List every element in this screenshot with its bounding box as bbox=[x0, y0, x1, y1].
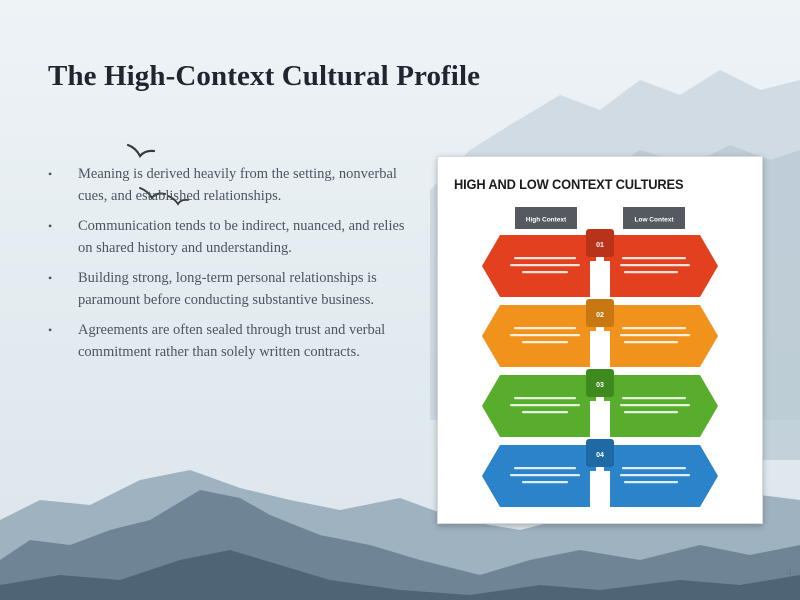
center-gap bbox=[590, 401, 610, 437]
row-number: 01 bbox=[596, 242, 604, 249]
text-line-left bbox=[510, 264, 580, 267]
text-line-left bbox=[510, 334, 580, 337]
text-line-right bbox=[624, 481, 678, 484]
text-line-right bbox=[620, 334, 690, 337]
infographic-title: HIGH AND LOW CONTEXT CULTURES bbox=[454, 176, 684, 192]
bullet-marker: • bbox=[48, 323, 53, 337]
bird-icon bbox=[126, 143, 156, 158]
number-tab bbox=[586, 369, 614, 397]
bullet-item: •Agreements are often sealed through tru… bbox=[48, 322, 386, 360]
left-header-label: High Context bbox=[526, 217, 567, 224]
text-line-right bbox=[624, 411, 678, 414]
bullet-marker: • bbox=[48, 167, 53, 181]
bullet-marker: • bbox=[48, 219, 53, 233]
text-line-left bbox=[510, 404, 580, 407]
row-number: 03 bbox=[596, 382, 604, 389]
text-line-right bbox=[622, 467, 686, 470]
text-line-right bbox=[624, 271, 678, 274]
text-line-left bbox=[522, 411, 568, 414]
text-line-left bbox=[510, 474, 580, 477]
text-line-right bbox=[622, 397, 686, 400]
bullet-list: •Meaning is derived heavily from the set… bbox=[48, 164, 408, 372]
infographic-card: HIGH AND LOW CONTEXT CULTURES High Conte… bbox=[437, 156, 763, 524]
bird-icon bbox=[139, 187, 166, 200]
center-gap bbox=[590, 331, 610, 367]
rows-group: 01 02 03 04 bbox=[482, 229, 718, 507]
text-line-right bbox=[620, 474, 690, 477]
right-header-label: Low Context bbox=[635, 217, 675, 224]
text-line-left bbox=[514, 397, 576, 400]
text-line-left bbox=[522, 271, 568, 274]
text-line-right bbox=[622, 257, 686, 260]
bullet-marker: • bbox=[48, 271, 53, 285]
infographic-diagram: High Context Low Context 01 02 03 04 bbox=[482, 207, 718, 507]
text-line-right bbox=[622, 327, 686, 330]
row-number: 04 bbox=[596, 452, 604, 459]
text-line-right bbox=[620, 264, 690, 267]
text-line-left bbox=[514, 327, 576, 330]
number-tab bbox=[586, 439, 614, 467]
text-line-left bbox=[522, 341, 568, 344]
row-number: 02 bbox=[596, 312, 604, 319]
page-number: 4 bbox=[786, 567, 792, 578]
foreground-mountains-dark bbox=[0, 550, 800, 600]
number-tab bbox=[586, 229, 614, 257]
left-header-box bbox=[515, 207, 577, 229]
center-gap bbox=[590, 471, 610, 507]
bird-icon bbox=[167, 195, 189, 206]
text-line-left bbox=[514, 467, 576, 470]
text-line-right bbox=[620, 404, 690, 407]
slide-title: The High-Context Cultural Profile bbox=[48, 60, 481, 92]
right-header-box bbox=[623, 207, 685, 229]
bullet-item: •Building strong, long-term personal rel… bbox=[48, 270, 377, 308]
text-line-left bbox=[522, 481, 568, 484]
bullet-item: •Communication tends to be indirect, nua… bbox=[48, 218, 405, 256]
number-tab bbox=[586, 299, 614, 327]
text-line-left bbox=[514, 257, 576, 260]
center-gap bbox=[590, 261, 610, 297]
text-line-right bbox=[624, 341, 678, 344]
bullet-item: •Meaning is derived heavily from the set… bbox=[48, 166, 397, 204]
